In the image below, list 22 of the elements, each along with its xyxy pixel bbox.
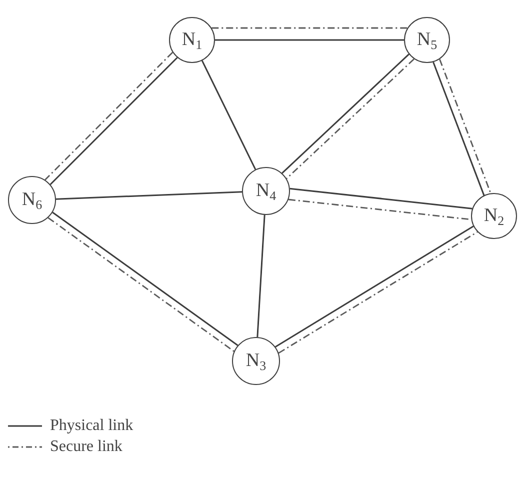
node-circle (471, 193, 517, 239)
node-label: N$_{6}$ (22, 190, 42, 210)
node-label: N$_{1}$ (182, 30, 202, 50)
node-label: N$_{5}$ (416, 30, 438, 50)
node-circle (8, 176, 56, 224)
legend-label: Secure link (50, 438, 122, 456)
legend-label: Physical link (50, 417, 134, 435)
dash-dot-link-line (439, 58, 492, 194)
dash-dot-link-line (212, 27, 408, 29)
node-label: N$_{2}$ (484, 206, 504, 226)
node-circle (404, 17, 450, 63)
node-circle (242, 167, 290, 215)
node-label: N$_{4}$ (256, 181, 276, 201)
node-circle (232, 337, 280, 385)
dash-dot-link-line (288, 198, 472, 220)
link-line (432, 62, 485, 196)
node-label: N$_{3}$ (246, 351, 266, 371)
link-line (215, 39, 404, 41)
link-line (56, 191, 242, 200)
link-line (201, 60, 256, 170)
node-circle (169, 17, 215, 63)
link-line (256, 214, 266, 338)
